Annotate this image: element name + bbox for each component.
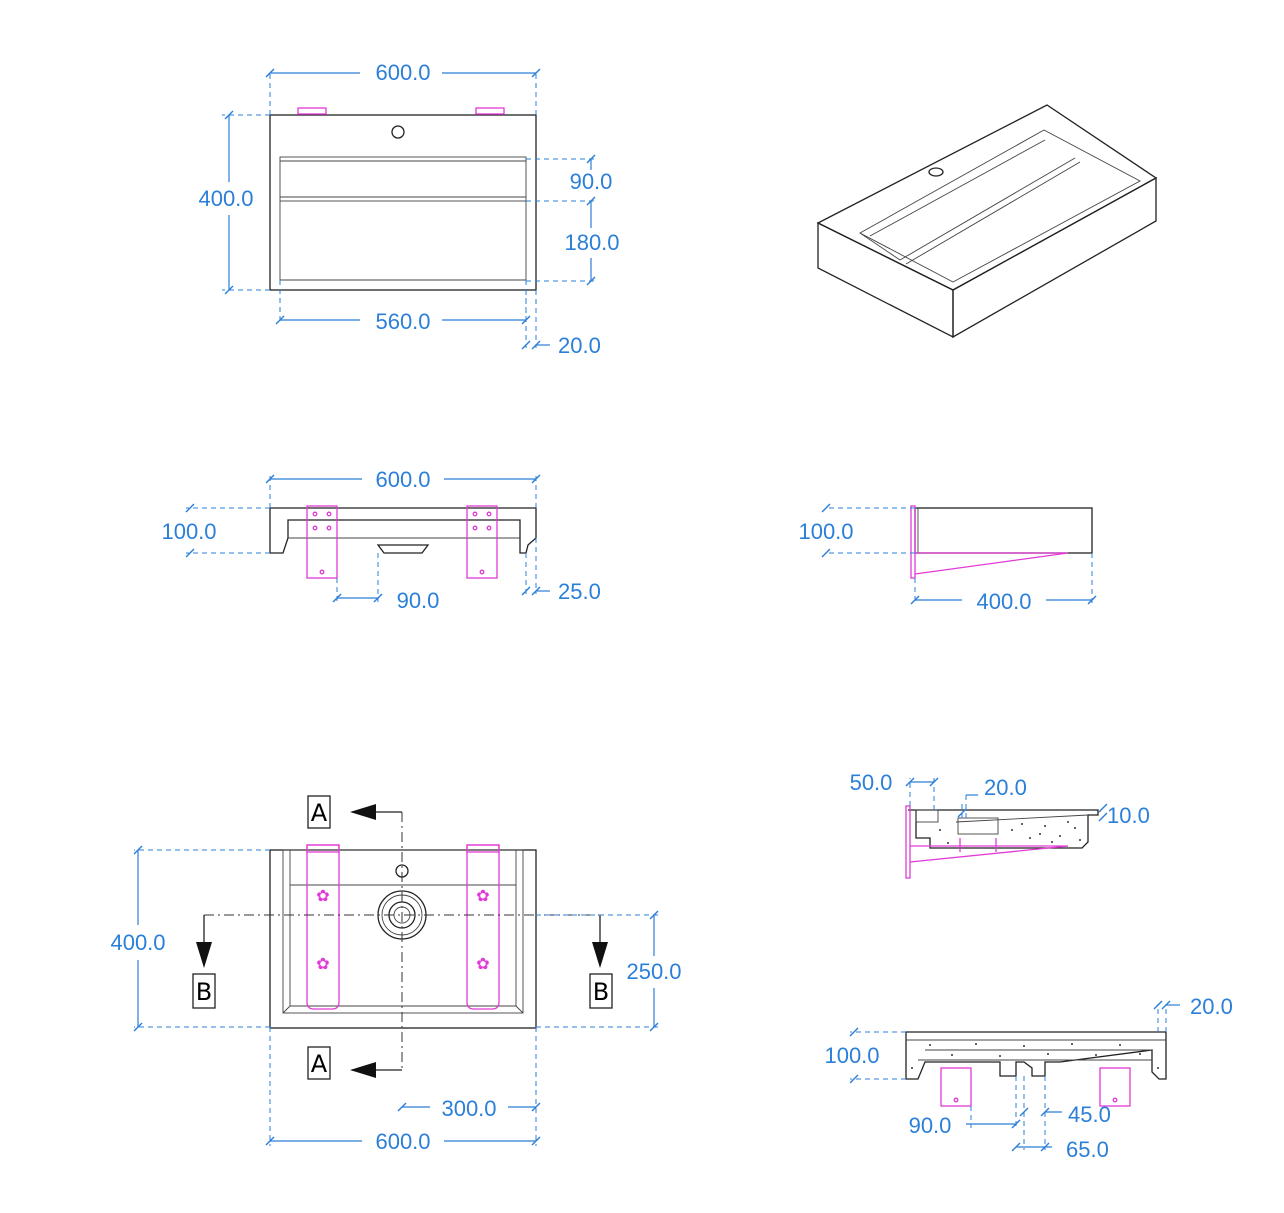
section-b-bracket-right <box>1099 1067 1131 1107</box>
isometric-view <box>816 104 1158 339</box>
section-a-view: 50.0 20.0 10.0 <box>850 770 1150 879</box>
section-label-a-bottom: A <box>311 1050 328 1078</box>
section-label-a-top: A <box>311 799 328 827</box>
section-a-dim-20: 20.0 <box>984 775 1027 800</box>
section-b-bracket-left <box>940 1067 972 1107</box>
section-b-dim-20: 20.0 <box>1190 994 1233 1019</box>
section-arrow-b-left <box>196 942 212 968</box>
svg-text:✿: ✿ <box>476 954 489 973</box>
section-b-dim-100: 100.0 <box>824 1043 879 1068</box>
front-dim-100: 100.0 <box>161 519 216 544</box>
top-dim-90: 90.0 <box>570 169 613 194</box>
iso-faucet-hole <box>928 167 944 177</box>
section-b-dim-45: 45.0 <box>1068 1102 1111 1127</box>
section-label-b-right: B <box>593 978 609 1006</box>
section-arrow-b-right <box>592 942 608 968</box>
top-dim-180: 180.0 <box>564 230 619 255</box>
bottom-dim-250: 250.0 <box>626 959 681 984</box>
svg-text:✿: ✿ <box>316 886 329 905</box>
bottom-view: ✿ ✿ ✿ ✿ A A B B 400. <box>110 795 682 1154</box>
faucet-hole <box>391 125 405 139</box>
bottom-bracket-right: ✿ ✿ <box>466 844 500 1010</box>
svg-text:✿: ✿ <box>476 886 489 905</box>
section-label-b-left: B <box>196 978 212 1006</box>
concrete-texture-a <box>939 821 1081 844</box>
concrete-texture-b <box>911 1043 1159 1069</box>
section-b-dim-65: 65.0 <box>1066 1137 1109 1162</box>
section-arrow-a-bottom <box>350 1062 376 1078</box>
top-view: 600.0 400.0 90.0 180.0 560.0 <box>198 60 619 358</box>
side-view: 100.0 400.0 <box>798 503 1097 614</box>
bottom-bracket-left: ✿ ✿ <box>306 844 340 1010</box>
top-dim-560: 560.0 <box>375 309 430 334</box>
bracket-tab-left <box>297 107 327 115</box>
bottom-dim-600: 600.0 <box>375 1129 430 1154</box>
bottom-dim-300: 300.0 <box>441 1096 496 1121</box>
section-b-view: 20.0 100.0 90.0 45.0 65.0 <box>824 994 1232 1162</box>
front-dim-25: 25.0 <box>558 579 601 604</box>
section-arrow-a-top <box>350 804 376 820</box>
bracket-tab-right <box>475 107 505 115</box>
top-dim-600: 600.0 <box>375 60 430 85</box>
front-bracket-right <box>466 505 498 579</box>
side-dim-400: 400.0 <box>976 589 1031 614</box>
front-dim-90: 90.0 <box>397 588 440 613</box>
section-a-dim-10: 10.0 <box>1107 803 1150 828</box>
front-bracket-left <box>306 505 338 579</box>
section-b-dim-90: 90.0 <box>909 1113 952 1138</box>
top-dim-20: 20.0 <box>558 333 601 358</box>
side-dim-100: 100.0 <box>798 519 853 544</box>
section-a-dim-50: 50.0 <box>850 770 893 795</box>
top-dim-400: 400.0 <box>198 186 253 211</box>
front-dim-600: 600.0 <box>375 467 430 492</box>
svg-text:✿: ✿ <box>316 954 329 973</box>
front-view: 600.0 100.0 90.0 25.0 <box>161 467 600 613</box>
bottom-dim-400: 400.0 <box>110 930 165 955</box>
